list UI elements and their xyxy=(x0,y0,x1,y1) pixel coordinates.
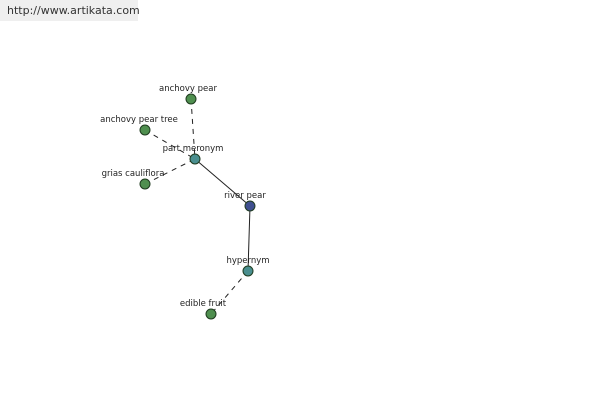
label-hypernym: hypernym xyxy=(226,256,269,266)
edge-river-pear-to-hypernym xyxy=(247,205,251,272)
node-part-meronym[interactable] xyxy=(189,153,201,165)
node-anchovy-pear-tree[interactable] xyxy=(139,124,151,136)
node-grias-cauliflora[interactable] xyxy=(139,178,151,190)
label-river-pear: river pear xyxy=(224,191,266,201)
site-banner: http://www.artikata.com xyxy=(0,0,140,21)
node-anchovy-pear[interactable] xyxy=(185,93,197,105)
node-hypernym[interactable] xyxy=(242,265,254,277)
node-edible-fruit[interactable] xyxy=(205,308,217,320)
label-part-meronym: part meronym xyxy=(163,144,224,154)
label-anchovy-pear-tree: anchovy pear tree xyxy=(100,115,178,125)
label-anchovy-pear: anchovy pear xyxy=(159,84,217,94)
label-edible-fruit: edible fruit xyxy=(180,299,227,309)
edge-part-meronym-to-river-pear xyxy=(194,158,251,207)
label-grias-cauliflora: grias cauliflora xyxy=(102,169,165,179)
edge-anchovy-pear-to-part-meronym xyxy=(190,98,196,160)
site-url-link[interactable]: http://www.artikata.com xyxy=(7,4,140,17)
node-river-pear[interactable] xyxy=(244,200,256,212)
